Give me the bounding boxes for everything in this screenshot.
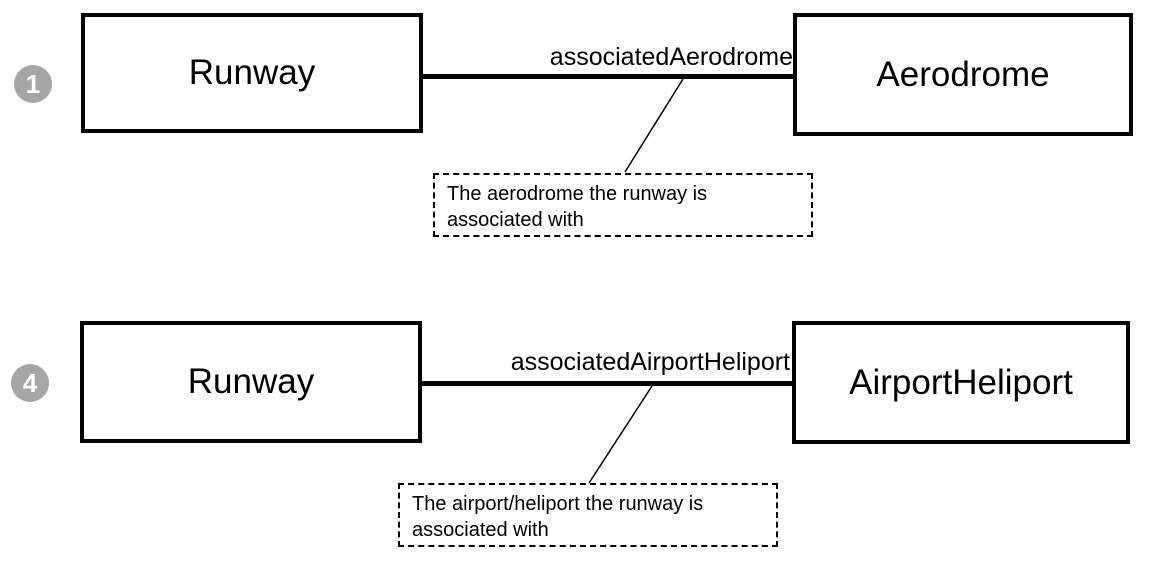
class-name-label: Runway xyxy=(187,362,315,401)
association-line xyxy=(423,74,793,79)
note-text: The aerodrome the runway is associated w… xyxy=(447,183,708,231)
note-box: The airport/heliport the runway is assoc… xyxy=(398,483,778,547)
step-badge: 4 xyxy=(11,364,49,402)
class-name-label: Aerodrome xyxy=(876,54,1050,94)
note-connector-line xyxy=(624,78,684,173)
class-name-label: AirportHeliport xyxy=(849,362,1073,402)
association-name-label: associatedAerodrome xyxy=(549,43,793,71)
class-name-label: Runway xyxy=(188,53,316,92)
note-text: The airport/heliport the runway is assoc… xyxy=(412,493,704,541)
class-box-airportheliport: AirportHeliport xyxy=(792,321,1130,444)
class-box-runway: Runway xyxy=(81,13,423,133)
association-name-label: associatedAirportHeliport xyxy=(510,348,790,376)
class-box-aerodrome: Aerodrome xyxy=(793,13,1133,136)
class-box-runway: Runway xyxy=(80,321,422,443)
association-line xyxy=(422,381,792,386)
note-box: The aerodrome the runway is associated w… xyxy=(433,173,813,237)
step-badge: 1 xyxy=(14,65,52,103)
note-connector-line xyxy=(588,385,653,484)
